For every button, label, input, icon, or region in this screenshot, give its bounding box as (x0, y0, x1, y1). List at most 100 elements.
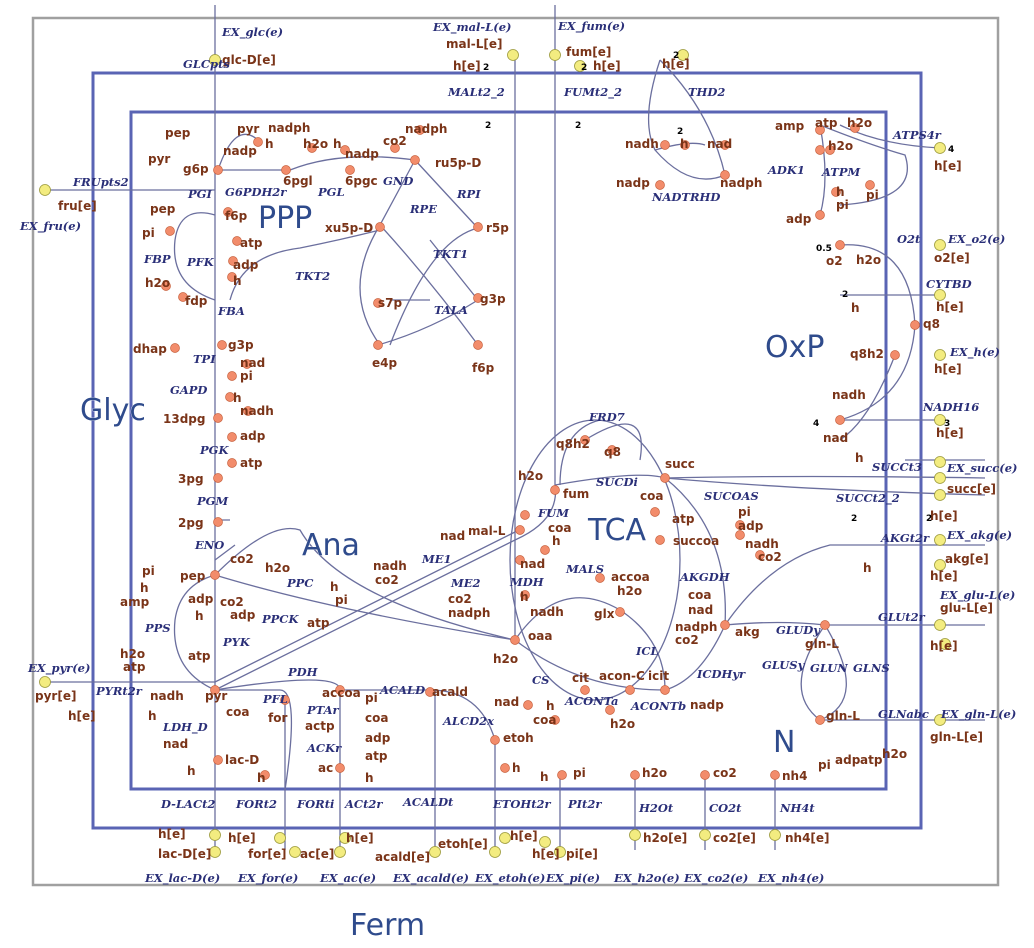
external-metabolite-node-6 (677, 49, 689, 61)
metabolite-co2-e: co2[e] (713, 831, 756, 845)
reaction-ex-acald: EX_acald(e) (392, 871, 469, 886)
metabolite-node-87 (735, 520, 745, 530)
metabolite-g3p: g3p (228, 338, 254, 352)
metabolite-h2o-cytbd: h2o (856, 253, 881, 267)
metabolite-gln-2: gln-L (826, 709, 860, 723)
metabolite-pyr: pyr (205, 689, 227, 703)
metabolite-node-30 (227, 371, 237, 381)
metabolite-adp-ackr: adp (365, 731, 391, 745)
metabolite-node-27 (161, 281, 171, 291)
reaction-tpi: TPI (193, 352, 216, 366)
metabolite-node-78 (550, 715, 560, 725)
metabolite-h-e-akg: h[e] (930, 569, 958, 583)
reaction-ex-pyr: EX_pyr(e) (27, 661, 90, 676)
metabolite-coa-pfl: coa (226, 705, 249, 719)
reaction-ex-succ: EX_succ(e) (946, 461, 1017, 476)
metabolite-node-54 (815, 210, 825, 220)
metabolite-node-84 (595, 573, 605, 583)
reaction-tala: TALA (434, 303, 468, 317)
metabolite-node-14 (473, 222, 483, 232)
reaction-pps: PPS (144, 621, 171, 635)
metabolite-h-akgt2r: h (863, 561, 872, 575)
metabolite-h-pfk: h (233, 274, 242, 288)
metabolite-node-13 (375, 222, 385, 232)
metabolite-node-77 (500, 763, 510, 773)
reaction-ex-gln: EX_gln-L(e) (940, 707, 1016, 722)
external-metabolite-node-22 (334, 846, 346, 858)
metabolite-h2o-fbp: h2o (145, 276, 170, 290)
reaction-co2t: CO2t (709, 801, 742, 815)
metabolite-adp: adp (786, 212, 812, 226)
metabolite-h2o-cs: h2o (493, 652, 518, 666)
reaction-glusy: GLUSy (762, 658, 806, 672)
metabolite-atp-ppck: atp (307, 616, 330, 630)
metabolite-node-3 (170, 343, 180, 353)
metabolite-nadh-thd: nadh (625, 137, 659, 151)
reaction-ex-mal: EX_mal-L(e) (432, 20, 511, 35)
metabolite-node-6 (213, 473, 223, 483)
external-metabolite-node-12 (934, 456, 946, 468)
metabolite-atp-pgk: atp (240, 456, 263, 470)
metabolite-amp-adk: amp (775, 119, 805, 133)
metabolite-g3p-tala: g3p (480, 292, 506, 306)
metabolite-fru-e: fru[e] (58, 199, 97, 213)
reaction-gnd: GND (383, 174, 413, 188)
metabolite-adp-pfk: adp (233, 258, 259, 272)
metabolite-nadh-akgdh: nadh (745, 537, 779, 551)
reaction-pgl: PGL (317, 185, 345, 199)
metabolite-h-mals: h (552, 534, 561, 548)
metabolite-h-e-fum: h[e] (593, 59, 621, 73)
reaction-pgk: PGK (199, 443, 229, 457)
metabolite-node-67 (213, 755, 223, 765)
metabolite-h-for: h (257, 771, 266, 785)
external-metabolite-node-5 (574, 60, 586, 72)
metabolite-node-70 (630, 770, 640, 780)
reaction-tkt2: TKT2 (295, 269, 330, 283)
metabolite-pi-ppc: pi (335, 593, 348, 607)
metabolite-atp-ackr: atp (365, 749, 388, 763)
metabolite-node-36 (510, 635, 520, 645)
reaction-succt2-2: SUCCt2_2 (836, 491, 900, 506)
metabolite-node-79 (523, 700, 533, 710)
external-metabolite-node-0 (209, 54, 221, 66)
metabolite-3pg: 3pg (178, 472, 204, 486)
reaction-pyk: PYK (222, 635, 251, 649)
metabolite-nad-mdh: nad (520, 557, 545, 571)
metabolite-co2-icdh: co2 (675, 633, 699, 647)
reaction-ex-lac: EX_lac-D(e) (144, 871, 220, 886)
metabolite-adp-glnabc: adp (835, 753, 861, 767)
metabolite-nadph-thd: nadph (720, 176, 762, 190)
metabolite-node-45 (625, 685, 635, 695)
metabolite-node-10 (281, 165, 291, 175)
metabolite-mal: mal-L (468, 524, 506, 538)
reaction-pdh: PDH (287, 665, 319, 679)
reaction-nadh16: NADH16 (922, 400, 979, 414)
metabolite-nadh-ldh: nadh (150, 689, 184, 703)
reaction-atpm: ATPM (821, 165, 861, 179)
metabolite-node-49 (680, 140, 690, 150)
metabolite-h2o-mals: h2o (617, 584, 642, 598)
reaction-alcd2x: ALCD2x (442, 714, 494, 728)
reaction-frd7: FRD7 (588, 410, 625, 424)
reaction-g6pdh2r: G6PDH2r (225, 185, 287, 199)
metabolite-h-pyk: h (195, 609, 204, 623)
metabolite-s7p: s7p (378, 296, 402, 310)
metabolite-h2o: h2o (642, 766, 667, 780)
reaction-ex-glc: EX_glc(e) (221, 25, 283, 40)
reaction-glun: GLUN (810, 661, 848, 675)
metabolite-pi: pi (573, 766, 586, 780)
external-metabolite-node-16 (934, 559, 946, 571)
metabolite-h-e-for: h[e] (228, 831, 256, 845)
metabolite-lac-e: lac-D[e] (158, 847, 211, 861)
metabolite-nad-me1: nad (440, 529, 465, 543)
metabolite-f6p: f6p (225, 209, 248, 223)
metabolite-node-48 (660, 140, 670, 150)
reaction-rpe: RPE (409, 202, 437, 216)
metabolite-node-81 (515, 555, 525, 565)
reaction-thd2: THD2 (688, 85, 725, 99)
metabolite-pyr-fru: pyr (148, 152, 170, 166)
metabolite-node-83 (540, 545, 550, 555)
reaction-nadtrhd: NADTRHD (651, 190, 720, 204)
metabolite-atp-pps: atp (123, 660, 146, 674)
metabolite-h-e-nadh16: h[e] (936, 426, 964, 440)
